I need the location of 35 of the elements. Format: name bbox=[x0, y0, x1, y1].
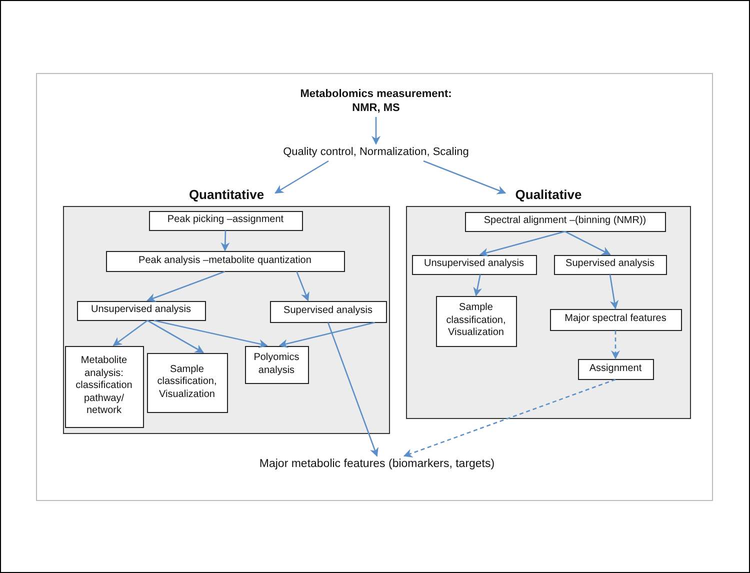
process-box: Supervised analysis bbox=[270, 300, 386, 322]
arrow bbox=[146, 270, 226, 302]
arrow bbox=[327, 322, 378, 457]
process-box: Unsupervised analysis bbox=[76, 300, 206, 320]
process-box: Supervised analysis bbox=[554, 254, 666, 274]
arrow bbox=[154, 320, 268, 348]
arrow bbox=[564, 230, 611, 256]
arrow bbox=[609, 274, 619, 310]
process-box: Sample classification, Visualization bbox=[436, 296, 516, 346]
panel-heading: Quantitative bbox=[188, 187, 266, 204]
process-box: Assignment bbox=[578, 358, 654, 380]
arrow bbox=[296, 271, 310, 302]
arrow bbox=[479, 230, 566, 257]
arrow bbox=[147, 320, 204, 354]
arrow bbox=[403, 378, 616, 458]
arrow bbox=[372, 117, 380, 145]
process-box: Spectral alignment –(binning (NMR)) bbox=[464, 212, 666, 232]
arrow bbox=[473, 274, 482, 296]
process-box: Polyomics analysis bbox=[244, 346, 308, 384]
heading-text: Metabolomics measurement: NMR, MS bbox=[286, 87, 466, 117]
arrow bbox=[611, 330, 620, 360]
arrow bbox=[220, 230, 230, 252]
panel-heading: Qualitative bbox=[514, 187, 583, 204]
process-box: Major spectral features bbox=[550, 308, 682, 330]
process-box: Peak analysis –metabolite quantization bbox=[106, 250, 344, 272]
process-box: Unsupervised analysis bbox=[412, 254, 536, 274]
process-box: Metabolite analysis: classification pathway/ network bbox=[64, 346, 144, 428]
arrow bbox=[274, 160, 329, 194]
step-text: Major metabolic features (biomarkers, targets) bbox=[241, 456, 513, 472]
process-box: Sample classification, Visualization bbox=[146, 352, 228, 412]
step-text: Quality control, Normalization, Scaling bbox=[281, 144, 471, 161]
arrow bbox=[112, 320, 148, 346]
arrow bbox=[423, 160, 506, 194]
process-box: Peak picking –assignment bbox=[148, 210, 302, 230]
arrow bbox=[278, 322, 375, 348]
